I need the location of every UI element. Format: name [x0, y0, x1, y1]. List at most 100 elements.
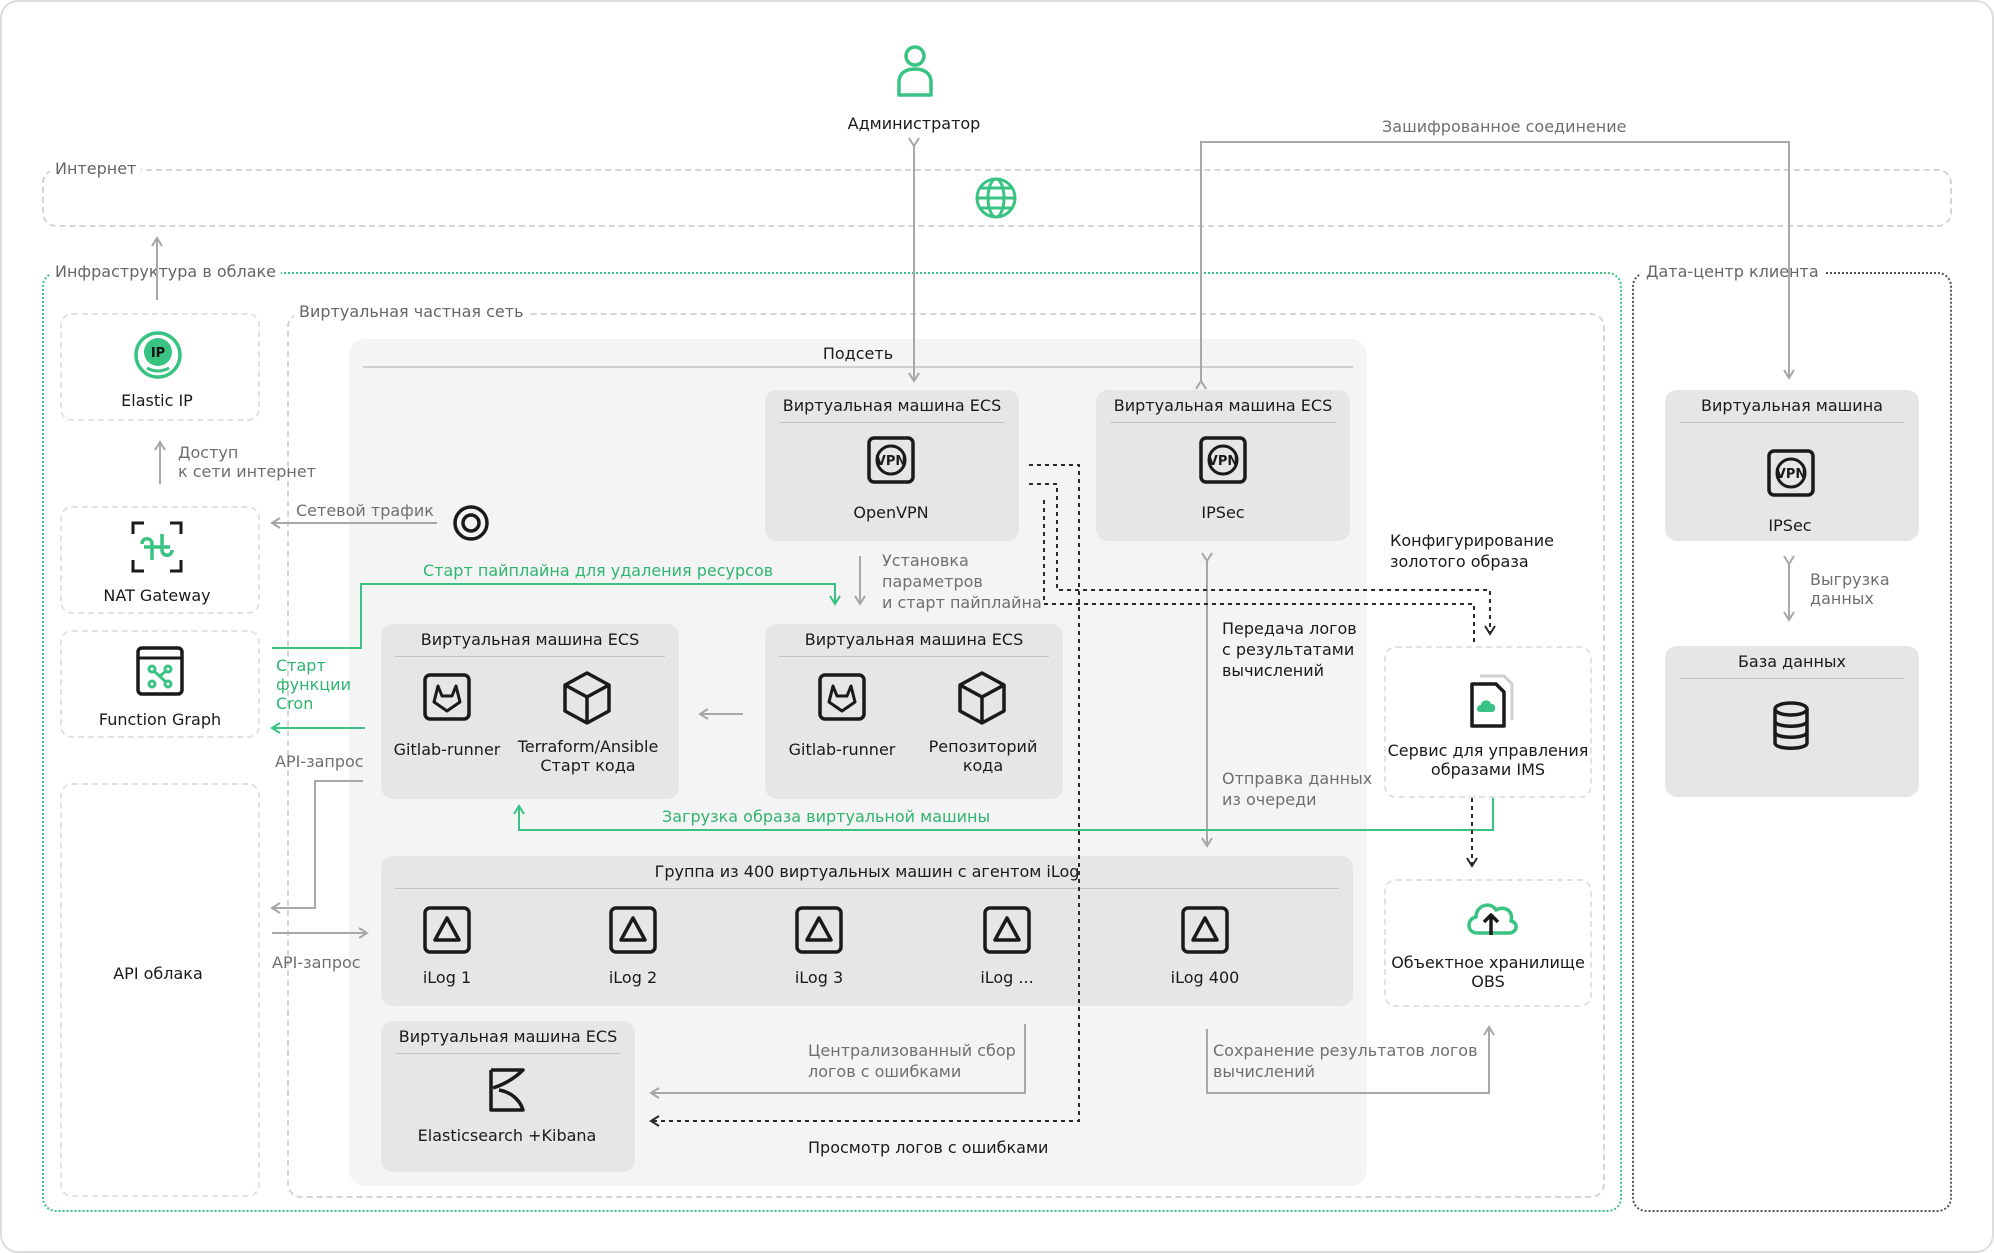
svg-text:IP: IP [151, 346, 165, 361]
elk-vm-separator [395, 1053, 621, 1054]
cube-icon [958, 671, 1006, 725]
terraform-line-1: Terraform/Ansible [517, 737, 659, 756]
globe-icon [975, 177, 1017, 219]
kibana-icon [489, 1068, 525, 1112]
svg-text:VPN: VPN [1208, 454, 1238, 469]
client-vm-separator [1679, 422, 1905, 423]
subnet-separator [363, 366, 1353, 368]
api-cloud-label: API облака [113, 964, 203, 983]
golden-image-line-2: золотого образа [1390, 552, 1529, 571]
subnet-title: Подсеть [822, 344, 894, 363]
send-queue-line-1: Отправка данных [1222, 769, 1373, 788]
cron-line-2: функции [276, 675, 351, 694]
elastic-ip-card [60, 313, 260, 421]
user-icon [897, 45, 933, 97]
ipsec-vm-title: Виртуальная машина ECS [1113, 396, 1333, 415]
vpc-zone [287, 313, 1605, 1198]
runner2-vm-separator [779, 656, 1049, 657]
vpn-icon: VPN [1767, 449, 1815, 497]
openvpn-label: OpenVPN [853, 503, 929, 522]
cron-line-1: Старт [276, 656, 326, 675]
ims-line-1: Сервис для управления [1387, 741, 1589, 760]
encrypted-line [1195, 141, 1795, 390]
golden-image-note: Конфигурирование золотого образа [1390, 530, 1554, 572]
elk-label: Elasticsearch +Kibana [417, 1126, 597, 1145]
runner1-vm: Виртуальная машина ECS [381, 624, 679, 799]
openvpn-vm-title: Виртуальная машина ECS [782, 396, 1002, 415]
ipsec-vm-separator [1110, 422, 1336, 423]
ims-line-2: образами IMS [1430, 760, 1546, 779]
api-request-1-line [270, 780, 363, 914]
openvpn-vm: Виртуальная машина ECS [765, 390, 1019, 541]
cloud-infra-zone-label: Инфраструктура в облаке [50, 262, 282, 281]
ilog-label-4: iLog ... [980, 968, 1034, 987]
runner2-vm-title: Виртуальная машина ECS [804, 630, 1024, 649]
internet-access-line-2: к сети интернет [178, 462, 316, 481]
gitlab-runner-label-1: Gitlab-runner [393, 740, 501, 759]
nat-gateway-label: NAT Gateway [103, 586, 211, 605]
cloud-storage-icon [1467, 903, 1518, 935]
elastic-ip-label: Elastic IP [121, 391, 193, 410]
central-logs-line [649, 1024, 1026, 1099]
ilog-icon [609, 906, 657, 954]
elk-vm: Виртуальная машина ECS [381, 1021, 635, 1172]
cube-icon [563, 671, 611, 725]
central-logs-line-1: Централизованный сбор [808, 1041, 1016, 1060]
pipeline-delete-label: Старт пайплайна для удаления ресурсов [423, 561, 774, 580]
database-separator [1679, 678, 1905, 679]
ilog-icon [1181, 906, 1229, 954]
transfer-logs-line-2: с результатами [1222, 640, 1355, 659]
transfer-logs-line-3: вычислений [1222, 661, 1325, 680]
runner1-vm-title: Виртуальная машина ECS [420, 630, 640, 649]
repo-label: Репозиторий кода [929, 737, 1038, 775]
repo-line-1: Репозиторий [928, 737, 1038, 756]
target-icon [453, 505, 489, 541]
upload-image-label: Загрузка образа виртуальной машины [662, 807, 991, 826]
gitlab-runner-label-2: Gitlab-runner [788, 740, 896, 759]
central-logs-line-2: логов с ошибками [808, 1062, 962, 1081]
transfer-logs-line-1: Передача логов [1222, 619, 1357, 638]
ipsec-vm: Виртуальная машина ECS [1096, 390, 1350, 541]
send-queue-note: Отправка данных из очереди [1222, 768, 1372, 810]
obs-label: Объектное хранилище OBS [1391, 953, 1585, 991]
repo-line-2: кода [962, 756, 1004, 775]
central-logs-note: Централизованный сбор логов с ошибками [808, 1040, 1016, 1082]
install-note: Установка параметров и старт пайплайна [882, 550, 1042, 613]
golden-image-line-1: Конфигурирование [1390, 531, 1554, 550]
network-traffic-label: Сетевой трафик [296, 501, 434, 520]
obs-line-2: OBS [1471, 972, 1505, 991]
client-vm-title: Виртуальная машина [1701, 396, 1883, 415]
openvpn-vm-separator [779, 422, 1005, 423]
save-results-note: Сохранение результатов логов вычислений [1213, 1040, 1478, 1082]
encrypted-connection-label: Зашифрованное соединение [1382, 117, 1627, 136]
runner2-vm: Виртуальная машина ECS [765, 624, 1063, 799]
save-results-line-2: вычислений [1213, 1062, 1316, 1081]
svg-text:VPN: VPN [1776, 467, 1806, 482]
obs-card [1384, 879, 1592, 1007]
vpn-icon: VPN [867, 436, 915, 484]
obs-line-1: Объектное хранилище [1391, 953, 1585, 972]
api-request-label-1: API-запрос [275, 752, 364, 771]
database-icon [1773, 701, 1809, 750]
ilog-group: Группа из 400 виртуальных машин с агенто… [381, 856, 1353, 1006]
pipeline-delete-line [272, 583, 841, 649]
cron-line-3: Cron [276, 694, 314, 713]
golden-image-line-2 [1043, 500, 1475, 642]
export-data-note: Выгрузка данных [1810, 570, 1890, 608]
install-line-1: Установка [882, 551, 969, 570]
export-data-line-1: Выгрузка [1810, 570, 1890, 589]
view-logs-line [649, 464, 1080, 1127]
internet-zone [42, 169, 1952, 227]
ipsec-label: IPSec [1201, 503, 1245, 522]
export-data-line-2: данных [1810, 589, 1874, 608]
ilog-group-title: Группа из 400 виртуальных машин с агенто… [654, 862, 1080, 881]
cron-note: Старт функции Cron [276, 656, 351, 713]
terraform-line-2: Старт кода [540, 756, 636, 775]
elastic-ip-icon: IP [134, 331, 182, 379]
function-graph-icon [136, 646, 184, 696]
client-dc-zone-label: Дата-центр клиента [1641, 262, 1824, 281]
ilog-group-separator [395, 888, 1339, 889]
transfer-logs-note: Передача логов с результатами вычислений [1222, 618, 1357, 681]
